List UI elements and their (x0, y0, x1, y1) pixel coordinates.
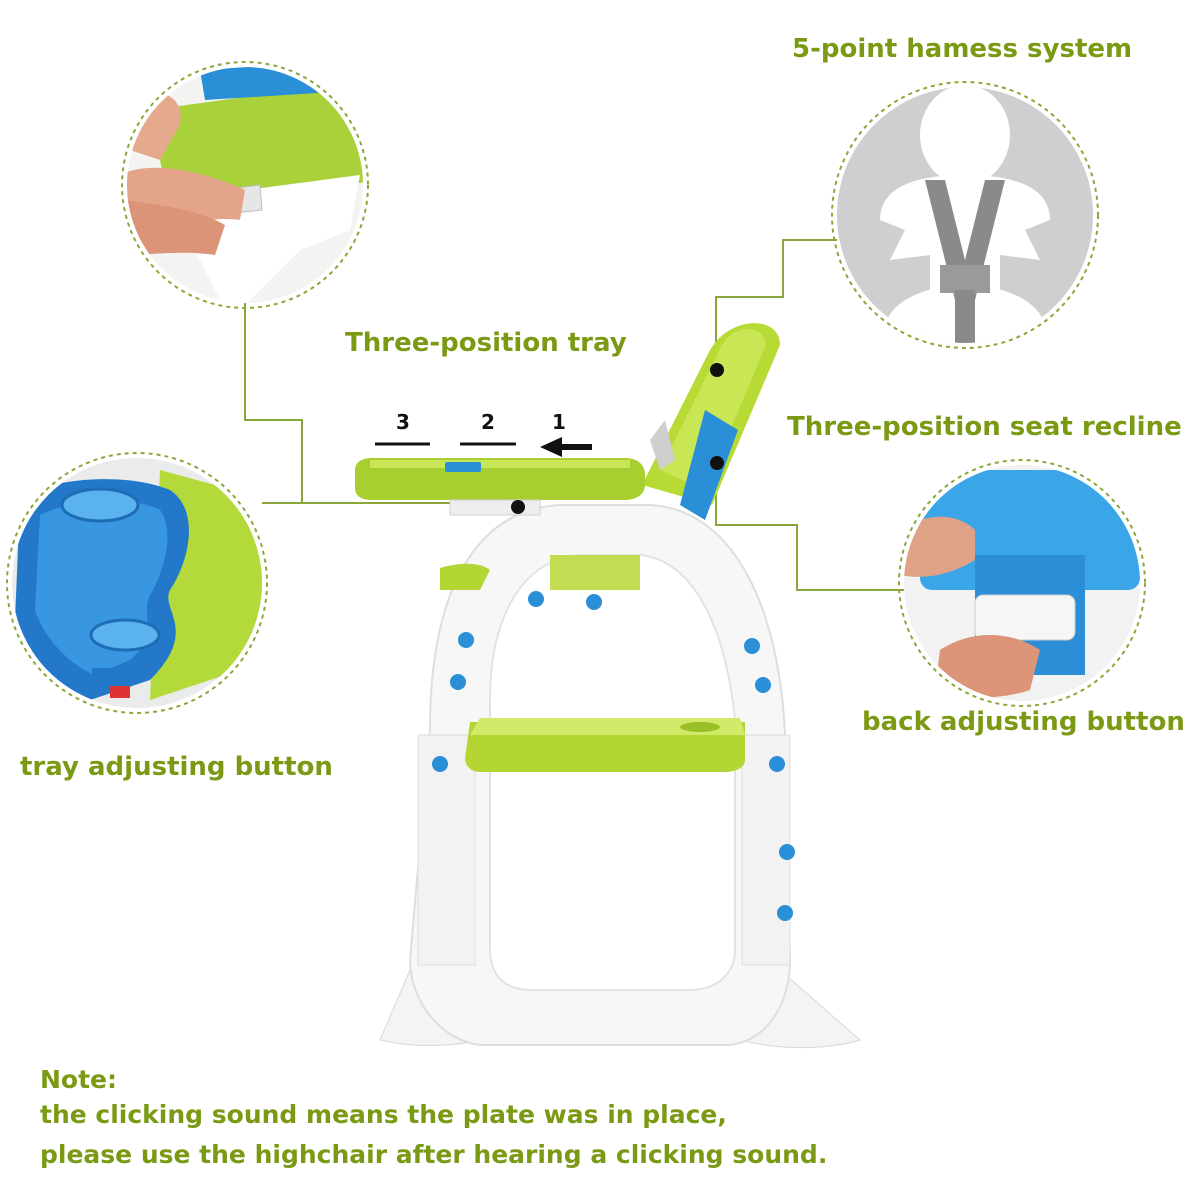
note-line-1: the clicking sound means the plate was i… (40, 1100, 727, 1129)
tray-position-3: 3 (396, 410, 410, 434)
tray-button-label: tray adjusting button (20, 752, 333, 782)
recline-label: Three-position seat recline (787, 412, 1182, 442)
tray-label: Three-position tray (345, 328, 627, 358)
tray-callout-line (244, 303, 517, 504)
callout-lines (244, 239, 904, 591)
tray-button-circle (6, 452, 268, 714)
recline-callout-line (715, 462, 904, 591)
high-chair (355, 323, 862, 1049)
note-line-2: please use the highchair after hearing a… (40, 1140, 828, 1169)
note-title: Note: (40, 1065, 118, 1094)
back-button-label: back adjusting button (862, 707, 1185, 737)
tray-closeup-circle (121, 61, 369, 309)
tray-position-markers (375, 437, 592, 457)
tray-position-2: 2 (481, 410, 495, 434)
arrow-left-icon (540, 437, 562, 457)
adjustment-knobs (432, 591, 795, 921)
tray-position-1: 1 (552, 410, 566, 434)
back-button-circle (898, 459, 1146, 707)
harness-dot (710, 363, 724, 377)
harness-circle (831, 81, 1099, 349)
harness-callout-line (715, 239, 837, 370)
harness-label: 5-point hamess system (792, 34, 1133, 64)
recline-dot (710, 456, 724, 470)
tray-dot (511, 500, 525, 514)
